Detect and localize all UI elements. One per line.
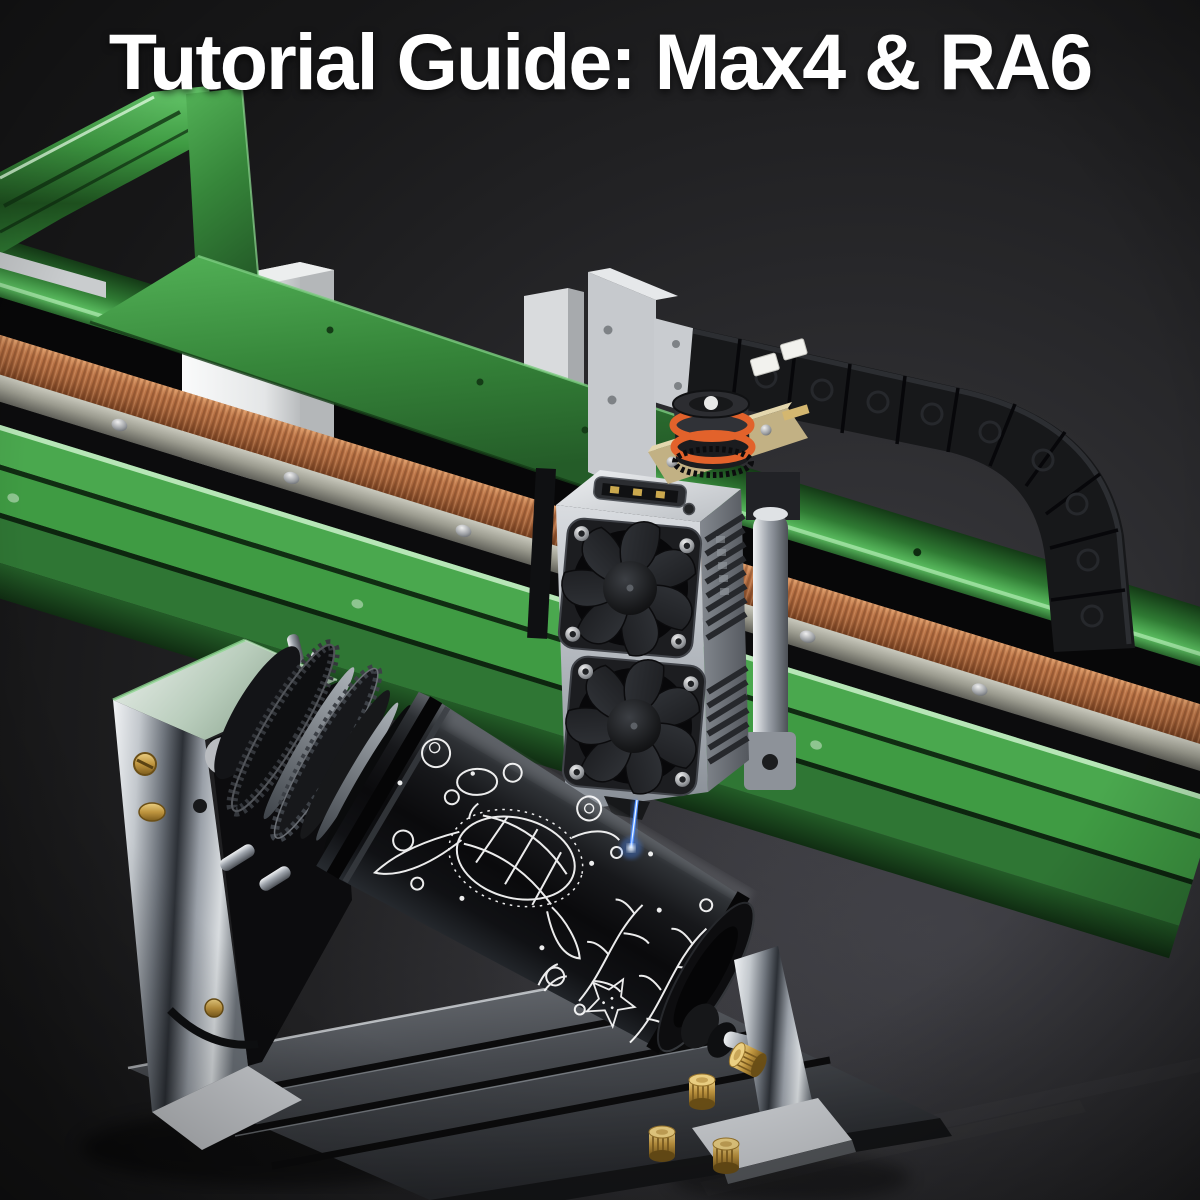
- page-title: Tutorial Guide: Max4 & RA6: [108, 17, 1093, 106]
